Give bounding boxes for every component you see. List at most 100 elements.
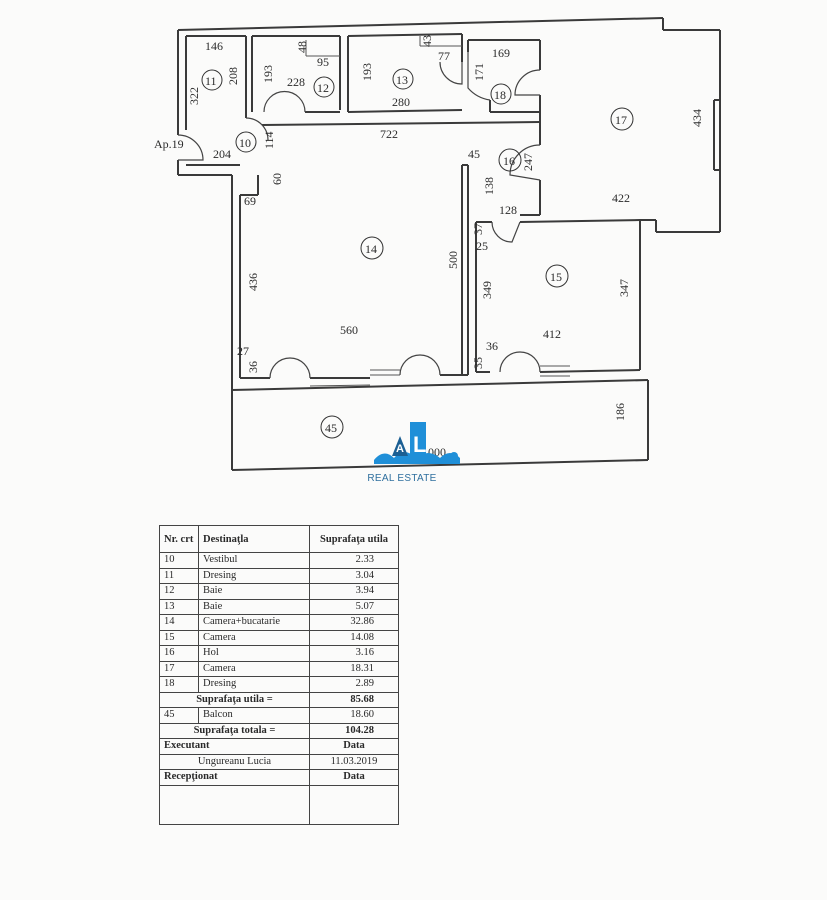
room-13: 13 <box>396 73 408 87</box>
dim: 37 <box>471 223 485 235</box>
floor-plan: 11 10 12 13 18 17 16 14 15 45 Ap.19 146 … <box>154 17 721 471</box>
empty-row <box>159 784 399 825</box>
cell-nr: 15 <box>159 629 199 646</box>
dim: 247 <box>521 153 535 171</box>
dim: 347 <box>617 279 631 297</box>
room-17: 17 <box>615 113 627 127</box>
dim: 228 <box>287 75 305 89</box>
dimensions: Ap.19 146 48 95 193 228 193 43 280 77 16… <box>154 35 704 459</box>
dim: 422 <box>612 191 630 205</box>
dim: 169 <box>492 46 510 60</box>
company-logo: A L REAL ESTATE <box>362 418 470 488</box>
apartment-label: Ap.19 <box>154 137 184 151</box>
executant-label: Executant <box>159 738 310 755</box>
room-45: 45 <box>325 421 337 435</box>
svg-text:L: L <box>413 432 426 457</box>
header-suprafata: Suprafaţa utila <box>309 525 399 553</box>
dim: 208 <box>226 67 240 85</box>
cell-nr: 17 <box>159 660 199 677</box>
header-nr: Nr. crt <box>159 525 199 553</box>
cell-nr: 13 <box>159 598 199 615</box>
cell-val: 3.94 <box>309 583 399 600</box>
util-row: Suprafaţa utila =85.68 <box>159 691 399 708</box>
dim: 204 <box>213 147 231 161</box>
executant-name: Ungureanu Lucia <box>159 753 310 770</box>
cell-val: 3.16 <box>309 645 399 662</box>
dim: 60 <box>270 173 284 185</box>
cell-val: 18.31 <box>309 660 399 677</box>
table-header: Nr. crt Destinaţla Suprafaţa utila <box>159 525 399 553</box>
cell-val: 18.60 <box>309 707 399 724</box>
cell-dest: Camera+bucatarie <box>198 614 310 631</box>
receptionat-label: Recepţionat <box>159 769 310 786</box>
dim: 77 <box>438 49 450 63</box>
empty-cell <box>309 784 399 825</box>
room-numbers: 11 10 12 13 18 17 16 14 15 45 <box>201 68 634 439</box>
dim: 722 <box>380 127 398 141</box>
executant-date: 11.03.2019 <box>309 753 399 770</box>
cell-val: 2.89 <box>309 676 399 693</box>
cell-val: 3.04 <box>309 567 399 584</box>
dim: 193 <box>261 65 275 83</box>
room-11: 11 <box>205 74 217 88</box>
room-10: 10 <box>239 136 251 150</box>
walls <box>177 17 721 471</box>
total-label: Suprafaţa totala = <box>159 722 310 739</box>
total-value: 104.28 <box>309 722 399 739</box>
dim: 69 <box>244 194 256 208</box>
dim: 434 <box>690 109 704 127</box>
dim: 280 <box>392 95 410 109</box>
cell-dest: Camera <box>198 660 310 677</box>
dim: 193 <box>360 63 374 81</box>
cell-nr: 10 <box>159 552 199 569</box>
cell-nr: 16 <box>159 645 199 662</box>
logo-text: REAL ESTATE <box>367 473 437 484</box>
dim: 500 <box>446 251 460 269</box>
header-destinatie: Destinaţla <box>198 525 310 553</box>
room-14: 14 <box>365 242 377 256</box>
cell-dest: Balcon <box>198 707 310 724</box>
cell-val: 2.33 <box>309 552 399 569</box>
cell-val: 32.86 <box>309 614 399 631</box>
dim: 560 <box>340 323 358 337</box>
cell-dest: Vestibul <box>198 552 310 569</box>
cell-dest: Dresing <box>198 676 310 693</box>
dim: 171 <box>472 63 486 81</box>
dim: 45 <box>468 147 480 161</box>
dim: 95 <box>317 55 329 69</box>
dim: 146 <box>205 39 223 53</box>
cell-nr: 18 <box>159 676 199 693</box>
dim: 25 <box>476 239 488 253</box>
room-15: 15 <box>550 270 562 284</box>
empty-cell <box>159 784 310 825</box>
dim: 322 <box>187 87 201 105</box>
data-label-2: Data <box>309 769 399 786</box>
cell-dest: Baie <box>198 598 310 615</box>
util-label: Suprafaţa utila = <box>159 691 310 708</box>
dim: 436 <box>246 273 260 291</box>
cell-dest: Camera <box>198 629 310 646</box>
cell-nr: 12 <box>159 583 199 600</box>
cell-val: 5.07 <box>309 598 399 615</box>
cell-dest: Hol <box>198 645 310 662</box>
cell-dest: Dresing <box>198 567 310 584</box>
total-row: Suprafaţa totala =104.28 <box>159 722 399 739</box>
room-12: 12 <box>317 81 329 95</box>
util-value: 85.68 <box>309 691 399 708</box>
cell-dest: Baie <box>198 583 310 600</box>
dim: 186 <box>613 403 627 421</box>
